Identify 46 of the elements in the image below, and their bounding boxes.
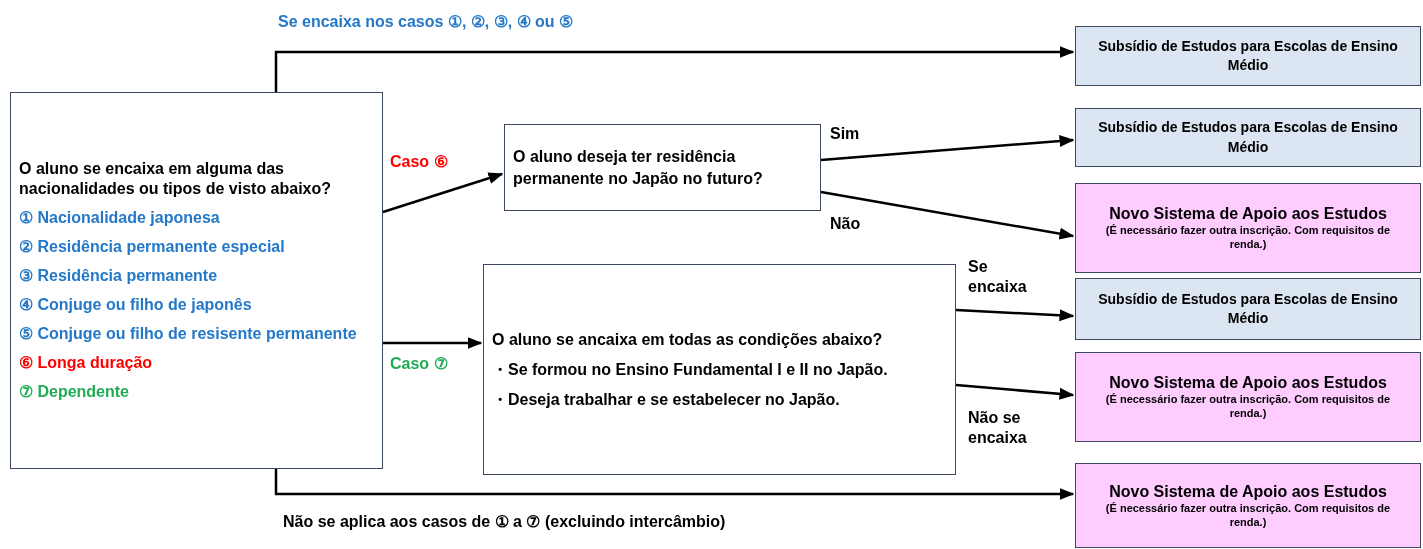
question-box <box>483 264 956 475</box>
result-title: Novo Sistema de Apoio aos Estudos <box>1109 481 1387 502</box>
result-box <box>1075 108 1421 167</box>
result-box <box>1075 352 1421 442</box>
result-box <box>1075 183 1421 273</box>
result-title: Novo Sistema de Apoio aos Estudos <box>1109 204 1387 224</box>
arrow <box>820 135 1075 162</box>
edge-label: Caso ⑥ <box>390 152 449 172</box>
result-box <box>1075 463 1421 548</box>
option-text: ④ Conjuge ou filho de japonês <box>19 295 253 315</box>
result-note: (É necessário fazer outra inscrição. Com requisitos de renda.) <box>1104 224 1392 252</box>
option-text: ② Residência permanente especial <box>19 237 286 257</box>
result-box <box>1075 26 1421 86</box>
arrow <box>383 337 483 349</box>
question-box <box>10 92 383 469</box>
arrow <box>274 46 1075 92</box>
option-text: ⑦ Dependente <box>19 382 130 402</box>
edge-label: Caso ⑦ <box>390 354 449 374</box>
question-text: O aluno se ancaixa em todas as condições abaixo? <box>492 329 884 350</box>
edge-label: Não se encaixa <box>968 408 1028 448</box>
option-text: ⑤ Conjuge ou filho de resisente permanente <box>19 324 358 344</box>
result-title: Subsídio de Estudos para Escolas de Ensino Médio <box>1097 36 1399 75</box>
result-note: (É necessário fazer outra inscrição. Com requisitos de renda.) <box>1104 393 1392 421</box>
edge-label: Não <box>830 214 862 234</box>
result-title: Subsídio de Estudos para Escolas de Ensino Médio <box>1097 118 1399 157</box>
arrow <box>955 383 1075 400</box>
question-text: O aluno se encaixa em alguma das nacionalidades ou tipos de visto abaixo? <box>19 159 333 199</box>
arrow <box>382 172 504 214</box>
question-box <box>504 124 821 211</box>
option-text: ③ Residência permanente <box>19 266 219 286</box>
result-title: Novo Sistema de Apoio aos Estudos <box>1109 373 1387 393</box>
edge-label: Não se aplica aos casos de ① a ⑦ (excluindo intercâmbio) <box>283 512 727 532</box>
option-text: ⑥ Longa duração <box>19 353 154 373</box>
arrow <box>820 190 1075 240</box>
condition-text: ・Deseja trabalhar e se estabelecer no Japão. <box>492 389 841 410</box>
result-title: Subsídio de Estudos para Escolas de Ensino Médio <box>1097 289 1399 328</box>
edge-label: Sim <box>830 124 861 144</box>
result-note: (É necessário fazer outra inscrição. Com requisitos de renda.) <box>1104 501 1392 530</box>
question-text: O aluno deseja ter residência permanente no Japão no futuro? <box>513 146 764 189</box>
option-text: ① Nacionalidade japonesa <box>19 208 221 228</box>
edge-label: Se encaixa nos casos ①, ②, ③, ④ ou ⑤ <box>278 12 574 32</box>
result-box <box>1075 278 1421 340</box>
edge-label: Se encaixa <box>968 257 1028 297</box>
condition-text: ・Se formou no Ensino Fundamental I e II no Japão. <box>492 359 889 380</box>
arrow <box>274 469 1075 500</box>
arrow <box>955 308 1075 322</box>
